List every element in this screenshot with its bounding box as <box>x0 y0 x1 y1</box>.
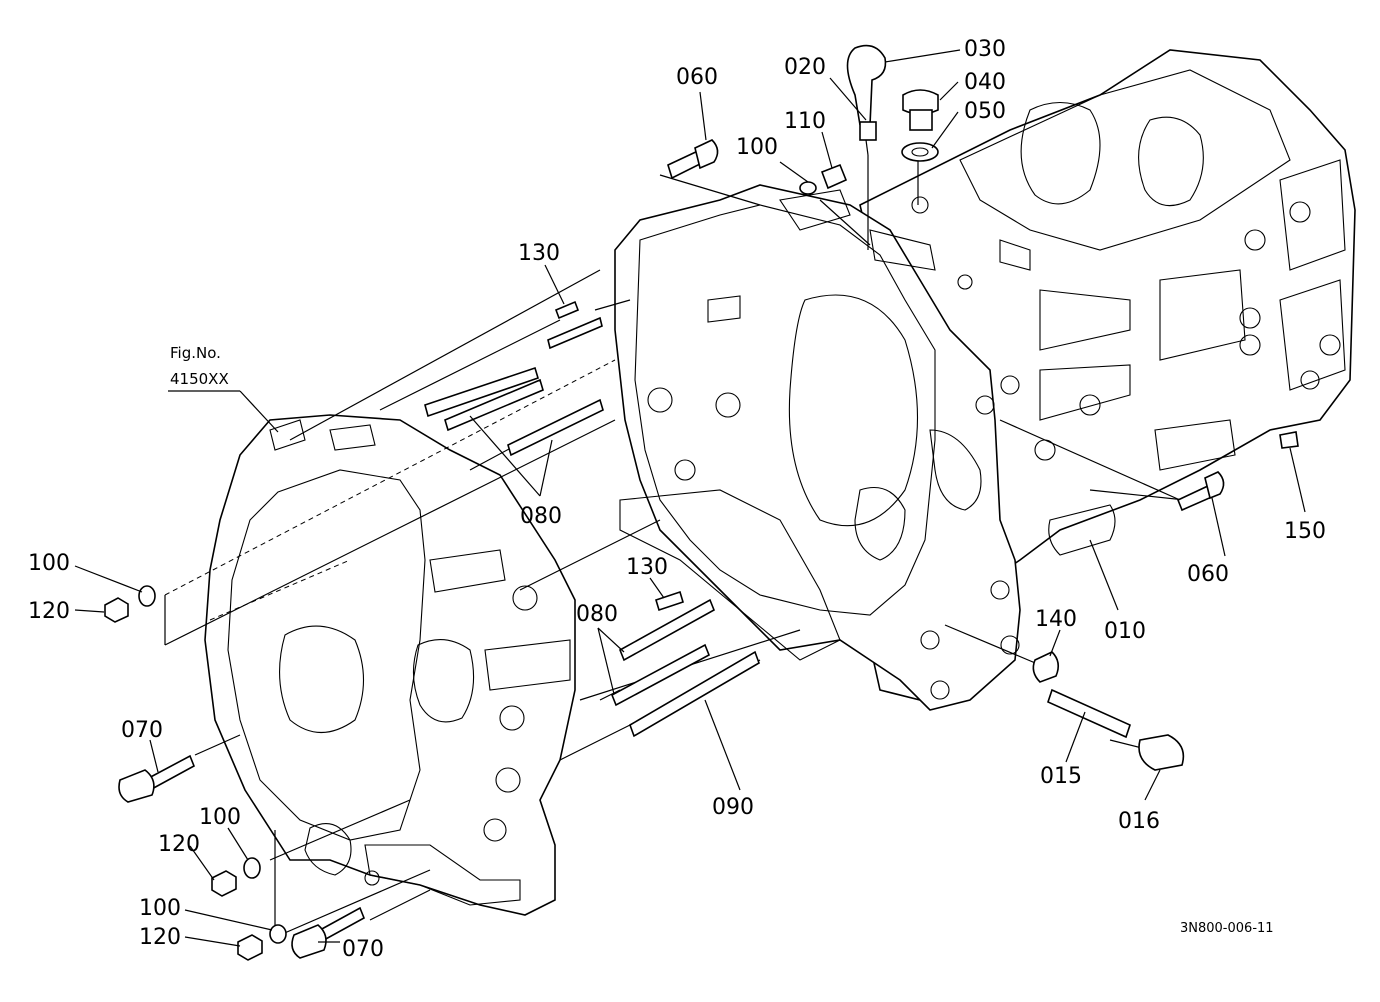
callout-120-low2: 120 <box>139 925 181 950</box>
callout-070-left: 070 <box>121 718 163 743</box>
callout-016: 016 <box>1118 809 1160 834</box>
stud-080-a <box>547 316 603 350</box>
pipe-030 <box>846 44 887 126</box>
callout-080-upper: 080 <box>520 504 562 529</box>
callout-100-left: 100 <box>28 551 70 576</box>
assembly-lines <box>164 155 1186 936</box>
callout-060-right: 060 <box>1187 562 1229 587</box>
callout-labels: 060 020 030 040 050 110 100 130 080 100 … <box>28 37 1326 962</box>
stud-080-f <box>610 643 711 707</box>
washer-050 <box>901 142 939 162</box>
plug-150 <box>1279 431 1299 449</box>
fig-no-value: 4150XX <box>170 370 229 388</box>
callout-100-low2: 100 <box>139 896 181 921</box>
callout-100-low1: 100 <box>199 805 241 830</box>
callout-040: 040 <box>964 70 1006 95</box>
washer-100-top <box>799 181 817 195</box>
small-parts <box>104 44 1299 961</box>
nut-120-left <box>104 597 129 623</box>
leader-lines <box>74 49 1306 947</box>
stud-080-c <box>444 378 544 432</box>
collar-140 <box>1032 651 1060 683</box>
middle-frame-case <box>614 184 1021 711</box>
callout-060-top: 060 <box>676 65 718 90</box>
callout-120-low1: 120 <box>158 832 200 857</box>
nut-120-low2 <box>237 934 263 961</box>
bolt-070-bottom <box>318 906 366 942</box>
callout-140: 140 <box>1035 607 1077 632</box>
callout-090: 090 <box>712 795 754 820</box>
pin-130-top <box>554 300 580 320</box>
callout-150: 150 <box>1284 519 1326 544</box>
callout-130-mid: 130 <box>626 555 668 580</box>
callout-015: 015 <box>1040 764 1082 789</box>
front-clutch-housing <box>204 414 576 916</box>
fig-no-label: Fig.No. <box>170 344 221 362</box>
washer-100-left <box>138 585 156 607</box>
nut-110 <box>820 163 848 190</box>
fitting-020 <box>859 121 877 141</box>
figure-reference: Fig.No. 4150XX <box>168 344 279 433</box>
callout-080-lower: 080 <box>576 602 618 627</box>
callout-100-top: 100 <box>736 135 778 160</box>
drawing-code: 3N800-006-11 <box>1180 921 1274 936</box>
callout-130-top: 130 <box>518 241 560 266</box>
callout-050: 050 <box>964 99 1006 124</box>
stud-080-d <box>507 398 604 457</box>
stud-090 <box>629 650 760 738</box>
stud-015 <box>1047 688 1131 739</box>
cap-016 <box>1138 734 1185 771</box>
callout-030: 030 <box>964 37 1006 62</box>
washer-100-low1 <box>243 857 261 879</box>
callout-070-bottom: 070 <box>342 937 384 962</box>
pin-130-mid <box>655 590 684 612</box>
stud-080-b <box>424 366 539 418</box>
washer-100-low2 <box>269 924 287 944</box>
nut-120-low1 <box>211 870 237 897</box>
stud-080-e <box>618 598 716 662</box>
callout-110: 110 <box>784 109 826 134</box>
callout-120-left: 120 <box>28 599 70 624</box>
callout-020: 020 <box>784 55 826 80</box>
callout-010: 010 <box>1104 619 1146 644</box>
